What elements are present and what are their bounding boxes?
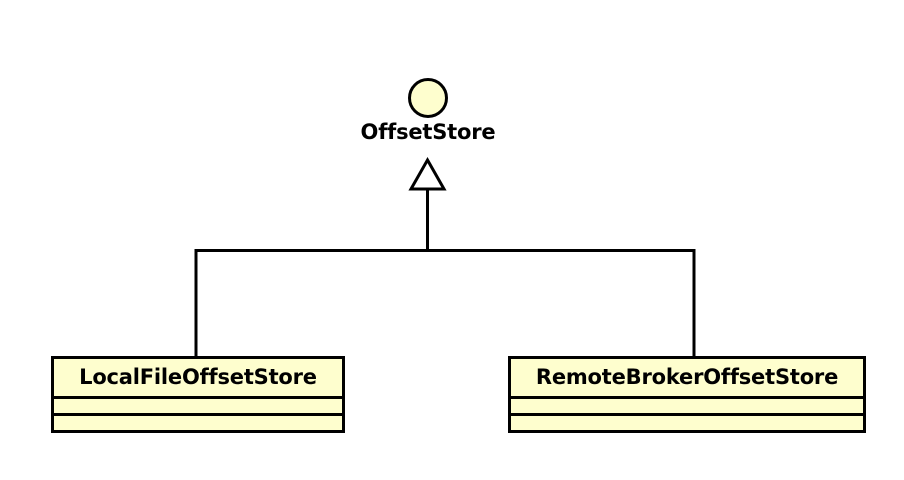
class-separator [511, 413, 863, 416]
generalization-arrowhead-icon [408, 156, 447, 191]
class-box-local-file-offset-store[interactable]: LocalFileOffsetStore [51, 356, 345, 433]
class-separator [54, 413, 342, 416]
class-attributes-compartment [54, 399, 342, 413]
interface-circle-icon [408, 78, 448, 118]
class-separator [511, 396, 863, 399]
class-methods-compartment [511, 416, 863, 430]
class-separator [54, 396, 342, 399]
class-title: RemoteBrokerOffsetStore [535, 365, 839, 389]
class-box-remote-broker-offset-store[interactable]: RemoteBrokerOffsetStore [508, 356, 866, 433]
interface-label: OffsetStore [360, 120, 496, 144]
class-methods-compartment [54, 416, 342, 430]
class-title: LocalFileOffsetStore [79, 365, 317, 389]
class-attributes-compartment [511, 399, 863, 413]
interface-offset-store[interactable]: OffsetStore [330, 78, 526, 160]
